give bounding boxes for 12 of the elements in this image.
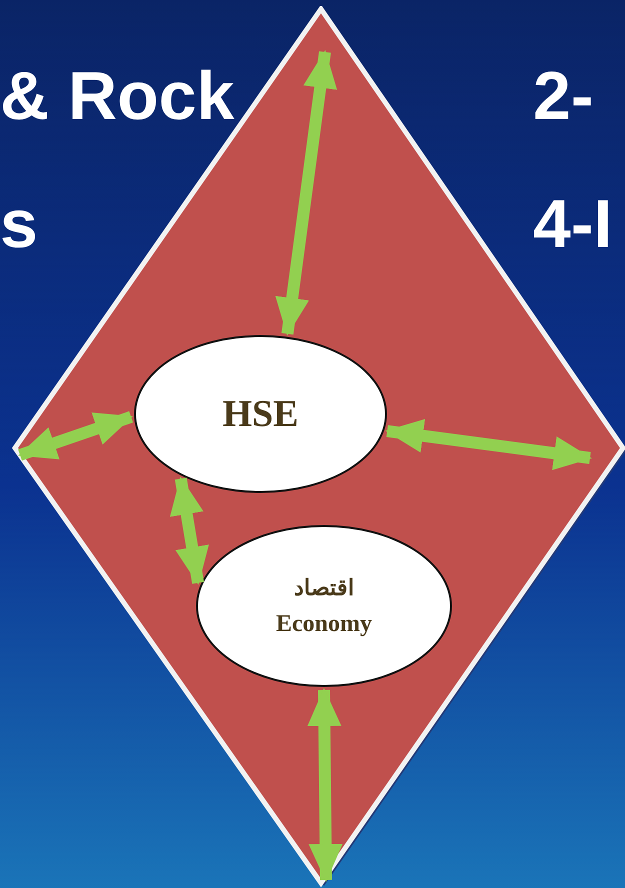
node-text: Economy — [276, 610, 372, 638]
double-arrow — [18, 411, 134, 461]
double-arrow — [385, 418, 592, 470]
node-text: اقتصاد — [294, 574, 354, 600]
heading-text: 2- — [533, 62, 594, 130]
heading-text: & Rock — [0, 62, 234, 130]
double-arrow — [170, 476, 209, 585]
double-arrow — [275, 50, 338, 336]
double-arrow — [307, 688, 343, 882]
heading-text: s — [0, 190, 38, 258]
node-text: HSE — [222, 392, 299, 436]
heading-text: 4-I — [533, 190, 612, 258]
